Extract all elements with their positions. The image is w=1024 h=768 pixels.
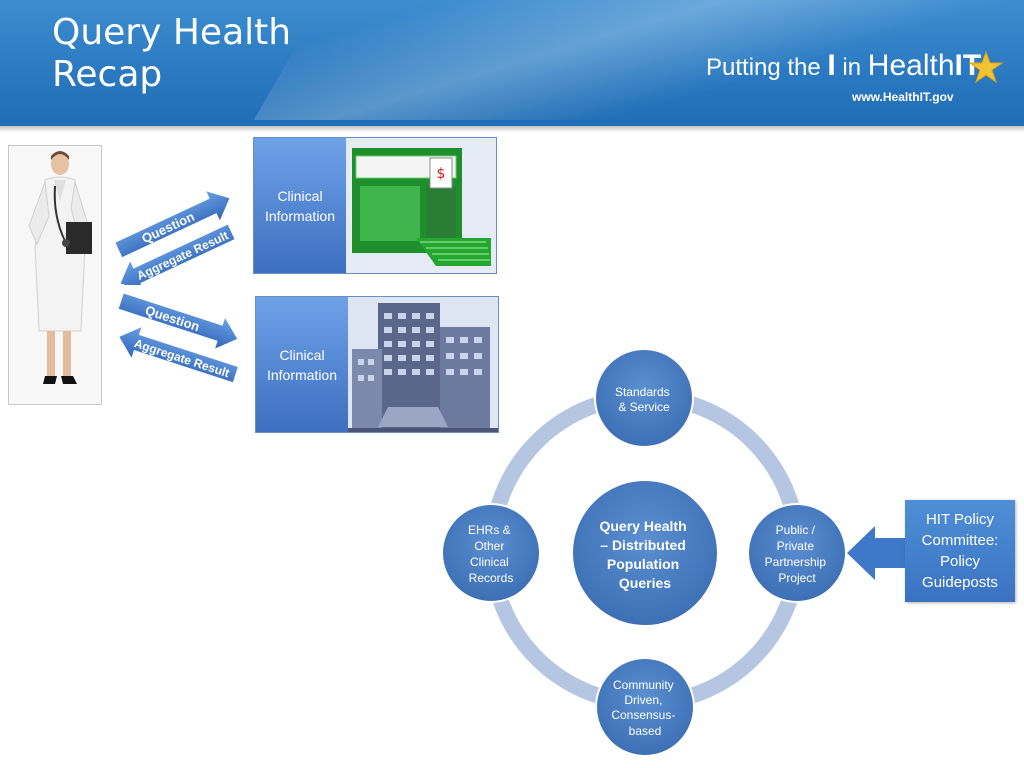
question-label: Question bbox=[143, 303, 201, 335]
healthit-logo: Putting the I in HealthIT www.HealthIT.g… bbox=[706, 49, 1004, 104]
hospital-image bbox=[348, 297, 498, 432]
clinical-info-label: Clinical bbox=[277, 188, 323, 204]
logo-text: Putting the I in HealthIT bbox=[706, 49, 982, 82]
result-arrow bbox=[120, 224, 235, 285]
clinical-info-panel: Clinical Information bbox=[256, 297, 348, 432]
clinical-info-label: Information bbox=[264, 208, 336, 224]
node-partnership-label: Public / Private Partnership Project bbox=[765, 523, 830, 585]
policy-line: Policy bbox=[939, 553, 980, 570]
clinical-info-panel: Clinical Information bbox=[254, 138, 346, 273]
node-standards bbox=[594, 348, 694, 448]
star-icon bbox=[968, 50, 1004, 84]
clinical-info-box-1: Clinical Information $ bbox=[253, 137, 497, 274]
title-line-2: Recap bbox=[52, 54, 163, 95]
svg-text:$: $ bbox=[437, 166, 446, 182]
clinical-info-box-2: Clinical Information bbox=[255, 296, 499, 433]
policy-guideposts-box: HIT Policy Committee: Policy Guideposts bbox=[905, 500, 1015, 602]
doctor-photo bbox=[8, 145, 102, 405]
policy-line: Committee: bbox=[921, 532, 999, 549]
center-node bbox=[571, 479, 719, 627]
node-ehrs-label: EHRs & Other Clinical Records bbox=[468, 523, 514, 585]
title-line-1: Query Health bbox=[52, 12, 292, 53]
flow-1-arrows: Question Aggregate Result bbox=[115, 191, 235, 285]
center-node-label: Query Health – Distributed Population Qu… bbox=[599, 518, 690, 591]
query-health-cycle-diagram: Query Health – Distributed Population Qu… bbox=[441, 348, 907, 757]
node-ehrs bbox=[441, 503, 541, 603]
node-community bbox=[595, 657, 695, 757]
policy-input-arrow bbox=[847, 526, 907, 580]
header-banner: Query Health Recap Putting the I in Heal… bbox=[0, 0, 1024, 126]
header-shadow bbox=[0, 126, 1024, 132]
node-partnership bbox=[747, 503, 847, 603]
clinical-info-label: Information bbox=[266, 367, 338, 383]
question-arrow bbox=[118, 293, 238, 349]
policy-line: Guideposts bbox=[922, 574, 998, 591]
page-title: Query Health Recap bbox=[52, 12, 291, 96]
logo-url: www.HealthIT.gov bbox=[852, 90, 954, 104]
policy-line: HIT Policy bbox=[925, 511, 995, 528]
pharmacy-image: $ bbox=[346, 138, 496, 273]
result-arrow bbox=[119, 327, 238, 383]
result-label: Aggregate Result bbox=[132, 336, 231, 380]
clinical-info-label: Clinical bbox=[279, 347, 325, 363]
node-community-label: Community Driven, Consensus- based bbox=[611, 678, 678, 738]
node-standards-label: Standards & Service bbox=[615, 385, 673, 414]
flow-2-arrows: Question Aggregate Result bbox=[118, 293, 238, 383]
question-arrow bbox=[115, 191, 230, 258]
